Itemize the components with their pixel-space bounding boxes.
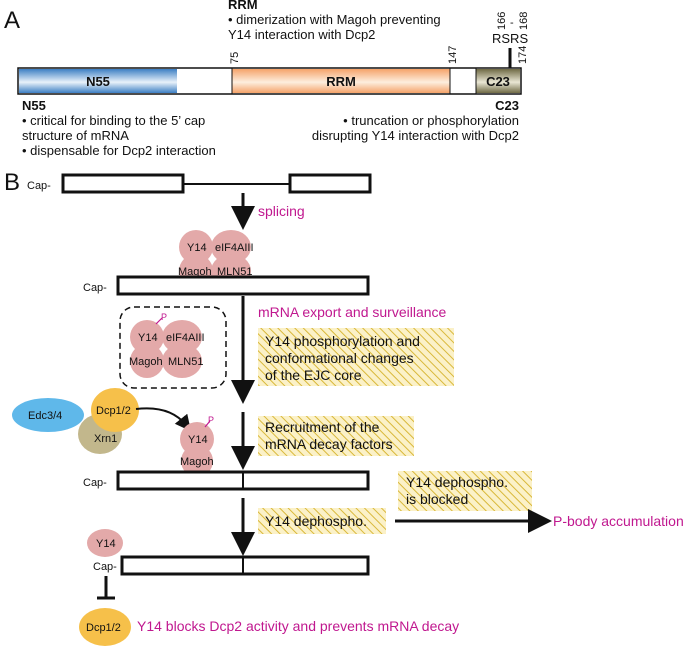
mrna-3 [120,555,370,576]
magoh-label: Magoh [178,266,212,278]
dcp12-label: Dcp1/2 [96,405,131,417]
eif4aiii-label-2: eIF4AIII [166,332,205,344]
phospho-box-line1: Y14 phosphorylation and [265,333,420,349]
edc34-protein [12,398,84,432]
rrm-domain-label: RRM [326,74,356,89]
n55-domain-label: N55 [86,74,110,89]
dcp12-label-bottom: Dcp1/2 [86,622,121,634]
mln51-label: MLN51 [217,266,252,278]
pbody-label: P-body accumulation [553,513,684,529]
recruit-box-line2: mRNA decay factors [265,436,393,452]
cap-label-4: Cap- [93,561,117,573]
mrna-1 [116,275,370,296]
c23-domain [476,69,520,93]
xrn1-label: Xrn1 [94,433,117,445]
dcp12-protein [91,388,139,432]
n55-domain [19,69,177,93]
pos-174: 174 [517,46,529,64]
y14-label-3: Y14 [188,434,208,446]
pos-166: 166 [496,12,508,30]
rrm-note-line1: • dimerization with Magoh preventing [228,12,441,27]
blocked-box-line1: Y14 dephospho. [406,474,508,490]
splicing-label: splicing [258,203,305,219]
pos-147: 147 [447,46,459,64]
phospho-mark-2: P [208,415,214,425]
cap-label-3: Cap- [83,477,107,489]
decay-factors: Edc3/4 Dcp1/2 Xrn1 [12,388,139,454]
dephospho-box [258,508,386,534]
magoh-label-2: Magoh [129,356,163,368]
rrm-domain [232,69,450,93]
y14-label: Y14 [187,242,207,254]
mln51-label-2: MLN51 [168,356,203,368]
phospho-box-line2: conformational changes [265,350,414,366]
y14-free [87,529,123,557]
c23-note-line2: disrupting Y14 interaction with Dcp2 [312,128,519,143]
rsrs-label: RSRS [492,31,528,46]
n55-note-line2: structure of mRNA [22,128,129,143]
recruit-box-line1: Recruitment of the [265,419,380,435]
edc34-label: Edc3/4 [28,410,62,422]
ejc-complex: Y14 Magoh eIF4AIII MLN51 [178,230,254,288]
cap-label-2: Cap- [83,282,107,294]
exon-1 [61,173,185,194]
pos-168: 168 [518,12,530,30]
eif4aiii-label: eIF4AIII [215,242,254,254]
n55-note-title: N55 [22,98,46,113]
eif4aiii-protein [211,230,251,264]
cap-label-1: Cap- [27,180,51,192]
pos-166-dash: - [510,17,514,29]
y14-label-2: Y14 [138,332,158,344]
export-label: mRNA export and surveillance [258,304,447,320]
rrm-note-line2: Y14 interaction with Dcp2 [228,27,375,42]
panel-a-label: A [4,7,20,34]
blocked-box-line2: is blocked [406,491,468,507]
exon-2 [288,173,372,194]
phospho-box-line3: of the EJC core [265,367,362,383]
c23-domain-label: C23 [486,74,510,89]
y14-label-4: Y14 [96,538,116,550]
c23-note-line1: • truncation or phosphorylation [343,113,519,128]
n55-note-line3: • dispensable for Dcp2 interaction [22,143,216,158]
y14-protein [179,230,213,264]
dcp12-bottom [79,608,131,646]
phospho-box [258,328,454,386]
phospho-ejc: Y14 Magoh eIF4AIII MLN51 P [129,312,205,378]
y14-magoh-dimer: Y14 Magoh P [180,415,214,477]
pos-75: 75 [229,52,241,64]
panel-b-label: B [4,169,20,196]
c23-note-title: C23 [495,98,519,113]
phospho-mark-1: P [161,312,167,322]
blocked-box [398,471,532,511]
n55-note-line1: • critical for binding to the 5’ cap [22,113,205,128]
recruit-box [258,416,414,456]
blocks-label: Y14 blocks Dcp2 activity and prevents mR… [137,618,459,634]
dephospho-box-label: Y14 dephospho. [265,513,367,529]
domain-bar [17,67,522,95]
recruit-curve-arrow [135,407,192,432]
phospho-ejc-frame [119,306,227,389]
magoh-label-3: Magoh [180,456,214,468]
rrm-note-title: RRM [228,0,258,12]
pre-mrna: Cap- [27,173,372,194]
